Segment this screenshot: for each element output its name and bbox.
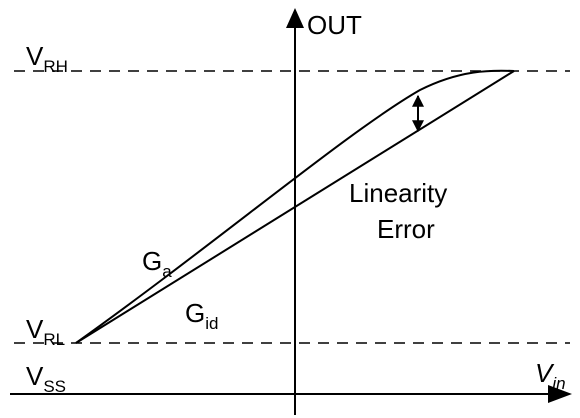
actual-curve-label: Ga (142, 246, 172, 281)
out-axis-arrowhead (286, 8, 304, 28)
vin-axis-label: Vin (535, 358, 566, 393)
vin-axis-arrowhead (548, 385, 572, 403)
out-axis-label: OUT (307, 10, 362, 40)
v-ss-label: VSS (26, 361, 66, 396)
v-rl-label: VRL (26, 314, 65, 349)
linearity-error-label-line1: Linearity (349, 178, 447, 208)
actual-transfer-curve (75, 69, 515, 344)
v-rh-label: VRH (26, 41, 68, 76)
ideal-curve-label: Gid (185, 298, 218, 333)
ideal-transfer-line (75, 70, 515, 344)
linearity-error-label-line2: Error (377, 214, 435, 244)
